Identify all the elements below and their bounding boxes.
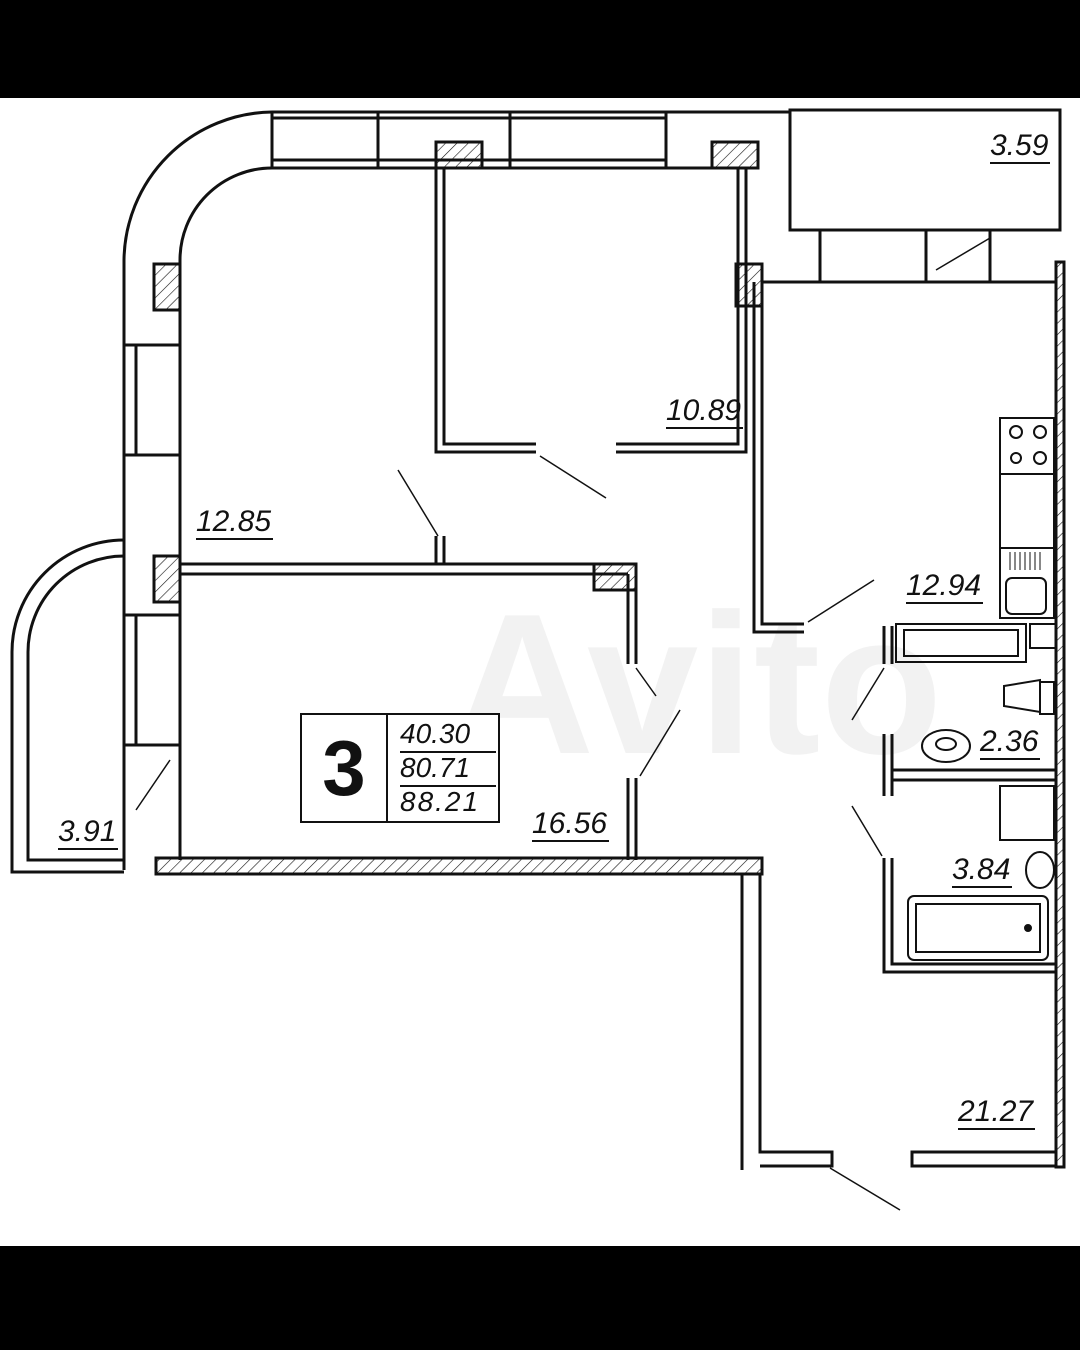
- sink-icon: [999, 547, 1055, 619]
- summary-values: 40.30 80.71 88.21: [400, 719, 496, 819]
- washing-machine-icon: [999, 785, 1055, 841]
- room-area-label: 3.59: [990, 129, 1051, 164]
- apartment-summary-box: 3 40.30 80.71 88.21: [300, 713, 500, 823]
- column: [434, 140, 484, 170]
- total-area-value: 80.71: [400, 753, 496, 787]
- column: [152, 554, 182, 604]
- room-area-label: 10.89: [666, 394, 744, 429]
- column: [592, 562, 638, 592]
- column: [152, 262, 182, 312]
- toilet-icon: [1003, 678, 1041, 714]
- room-area-label: 3.91: [58, 815, 119, 850]
- bathroom-fixtures: [907, 678, 1055, 961]
- stove-icon: [999, 417, 1055, 475]
- washbasin-icon: [921, 729, 971, 763]
- room-area-label: 12.85: [196, 505, 274, 540]
- washbasin-counter-icon: [895, 623, 1027, 663]
- bathtub-icon: [907, 895, 1049, 961]
- room-area-label: 21.27: [958, 1095, 1036, 1130]
- total-with-balconies-value: 88.21: [400, 786, 481, 817]
- walls: [10, 108, 1066, 1211]
- living-area-value: 40.30: [400, 719, 496, 753]
- watermark: Avito: [450, 573, 943, 796]
- room-area-label: 12.94: [906, 569, 984, 604]
- bath-sink-icon: [1025, 851, 1055, 889]
- rooms-count: 3: [302, 715, 388, 821]
- room-area-label: 2.36: [980, 725, 1041, 760]
- columns: [152, 140, 764, 604]
- room-area-label: 16.56: [532, 807, 610, 842]
- column: [734, 262, 764, 308]
- kitchen-fixtures: [895, 417, 1057, 663]
- column: [710, 140, 760, 170]
- room-area-label: 3.84: [952, 853, 1013, 888]
